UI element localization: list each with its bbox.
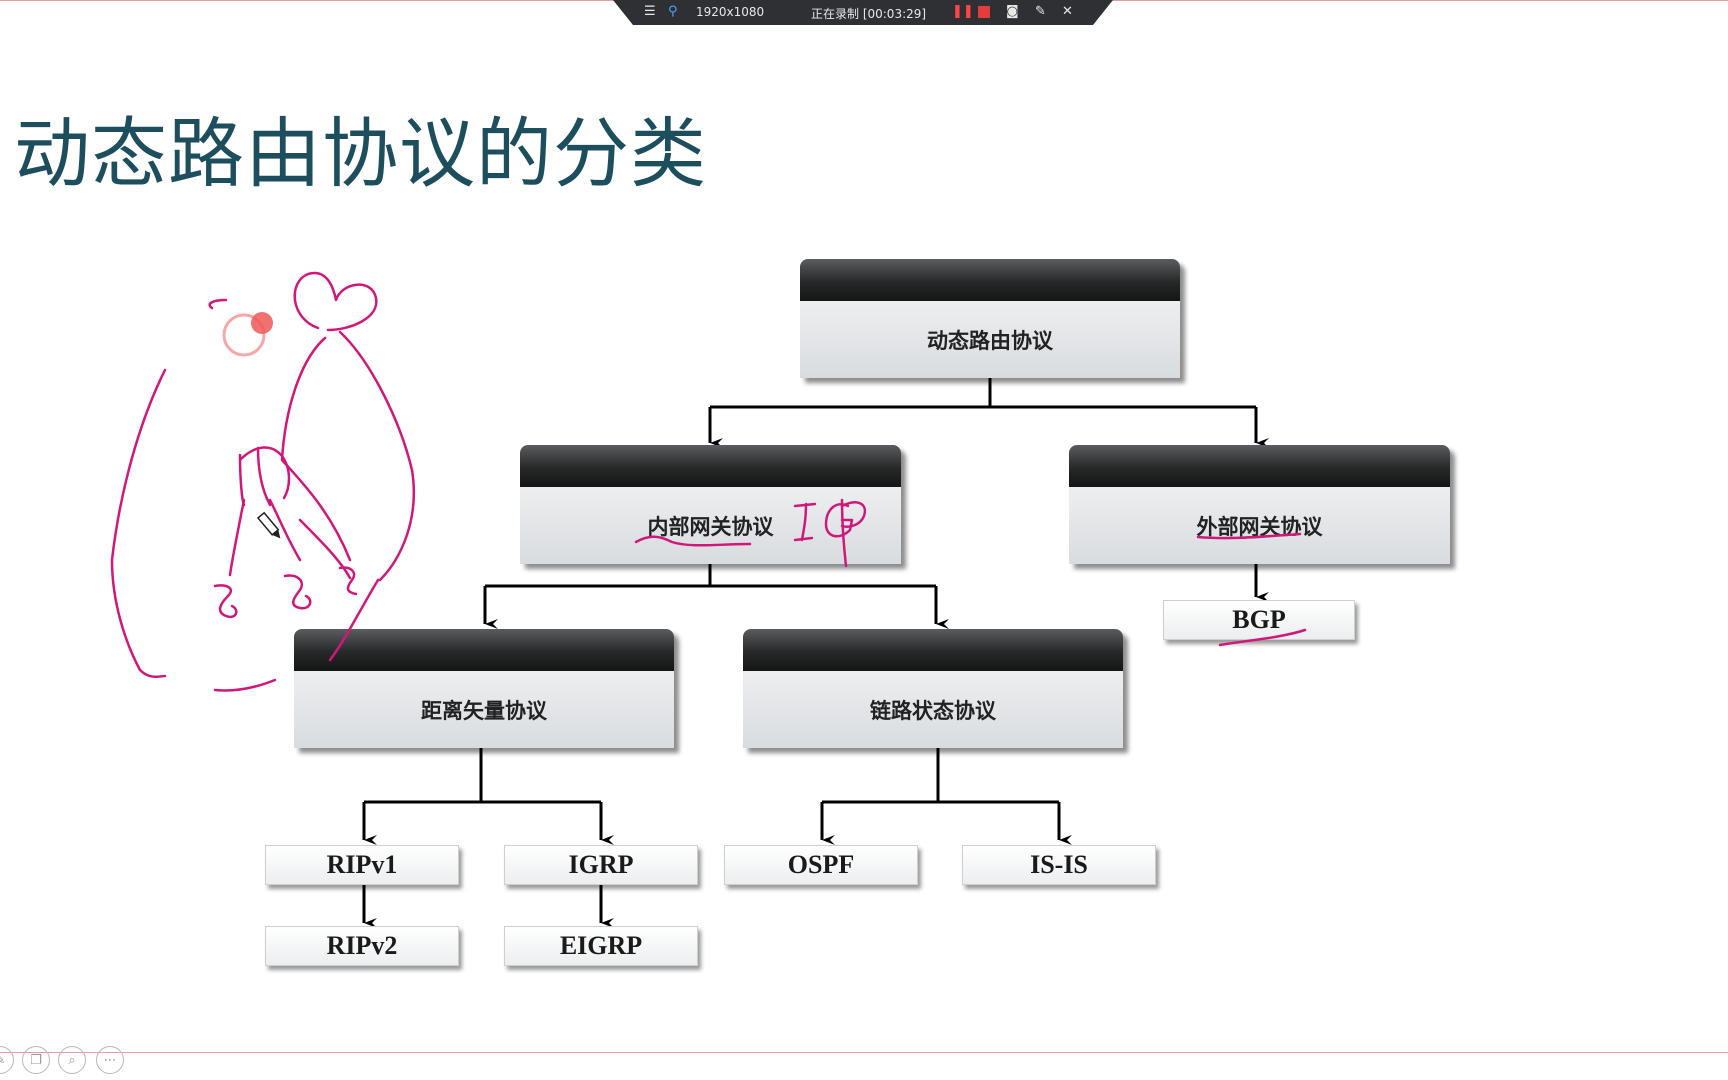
- laser-pointer-ring: [222, 313, 266, 357]
- node-distance-vector-protocols: 距离矢量协议: [294, 629, 674, 748]
- char-scribble: [238, 446, 291, 507]
- laser-pointer-dot: [251, 312, 273, 334]
- pen-icon[interactable]: ✎: [1035, 4, 1046, 19]
- pin-icon[interactable]: ⚲: [668, 4, 678, 19]
- loop-scribble: [280, 336, 352, 562]
- pencil-cursor: [256, 511, 281, 539]
- node-label: 距离矢量协议: [421, 698, 547, 723]
- recording-status: 正在录制 [00:03:29]: [811, 7, 927, 21]
- pen-icon[interactable]: ✎: [0, 1046, 14, 1074]
- more-icon[interactable]: ⋯: [96, 1046, 124, 1074]
- slide-title: 动态路由协议的分类: [14, 109, 707, 198]
- presentation-toolbar: ✎ ❐ ⌕ ⋯: [0, 1046, 140, 1076]
- node-header: [1069, 445, 1450, 487]
- node-header: [743, 629, 1123, 671]
- node-label: 内部网关协议: [647, 514, 774, 539]
- node-header: [520, 445, 901, 487]
- leaf-eigrp: EIGRP: [504, 926, 698, 966]
- underline-bgp: [1218, 628, 1307, 647]
- underline-egp-label: [1196, 532, 1302, 540]
- leaf-igrp: IGRP: [504, 845, 698, 885]
- menu-icon[interactable]: ☰: [644, 4, 656, 19]
- handwritten-igp: [793, 498, 867, 568]
- node-label: 外部网关协议: [1196, 514, 1323, 539]
- stop-icon[interactable]: [978, 6, 990, 18]
- node-header: [800, 259, 1180, 301]
- zoom-icon[interactable]: ⌕: [58, 1046, 86, 1074]
- bottom-edge-line: [0, 1052, 1728, 1053]
- leaf-ripv1: RIPv1: [265, 845, 459, 885]
- pause-icon[interactable]: ❚❚: [952, 4, 974, 19]
- layers-icon[interactable]: ❐: [22, 1046, 50, 1074]
- leaf-is-is: IS-IS: [962, 845, 1156, 885]
- heart-scribble: [293, 271, 378, 332]
- close-icon[interactable]: ✕: [1062, 4, 1073, 19]
- node-label: 动态路由协议: [927, 328, 1053, 353]
- node-dynamic-routing-protocols: 动态路由协议: [800, 259, 1180, 378]
- node-exterior-gateway-protocols: 外部网关协议: [1069, 445, 1450, 564]
- resolution-label: 1920x1080: [696, 5, 765, 19]
- leaf-ripv2: RIPv2: [265, 926, 459, 966]
- node-header: [294, 629, 674, 671]
- node-link-state-protocols: 链路状态协议: [743, 629, 1123, 748]
- recording-toolbar: ☰ ⚲ 1920x1080 正在录制 [00:03:29] ❚❚ ◙ ✎ ✕: [613, 0, 1113, 25]
- leaf-ospf: OSPF: [724, 845, 918, 885]
- camera-icon[interactable]: ◙: [1006, 4, 1019, 19]
- underline-igp-label: [634, 535, 752, 547]
- node-label: 链路状态协议: [870, 698, 996, 723]
